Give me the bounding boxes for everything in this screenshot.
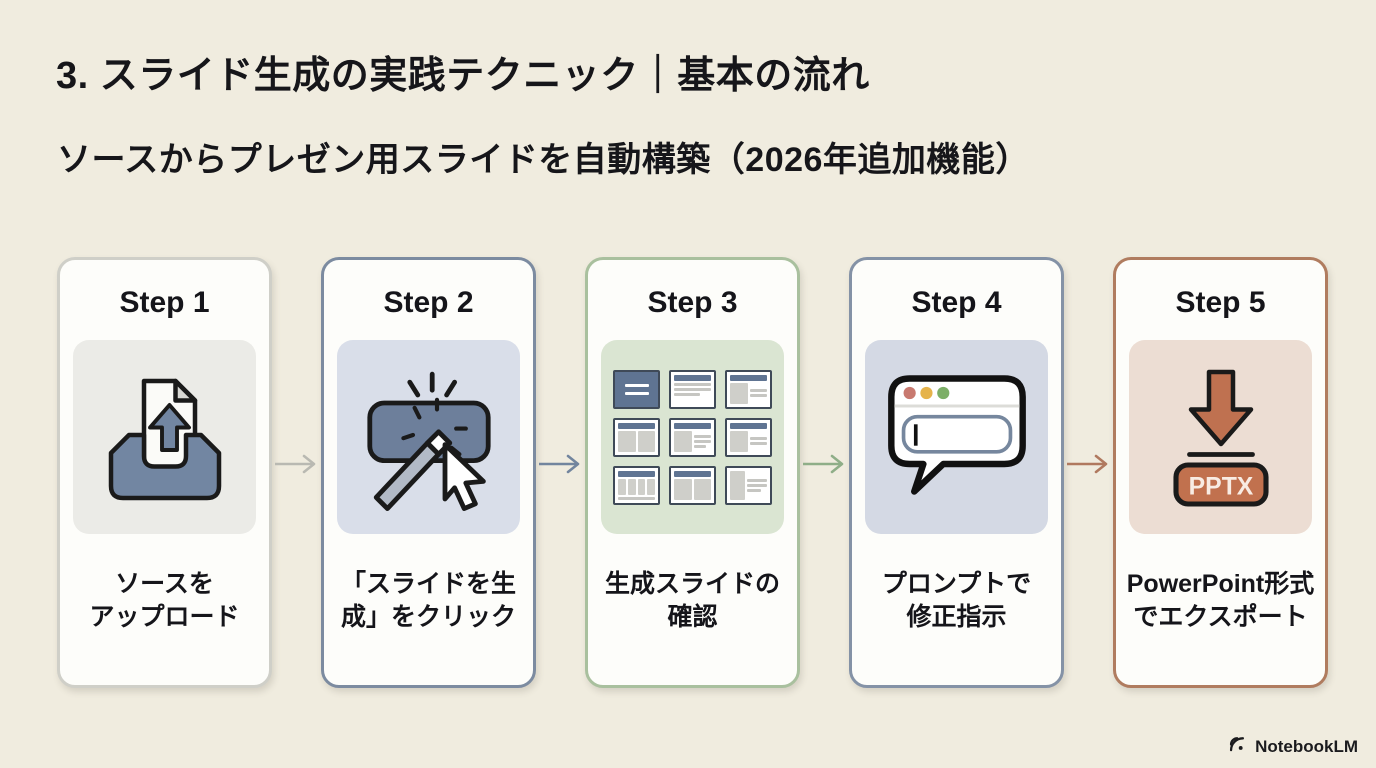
notebooklm-brand: NotebookLM xyxy=(1228,735,1358,758)
step-card-2: Step 2 xyxy=(321,257,536,688)
step-card-3: Step 3 生成スライドの 確認 xyxy=(585,257,800,688)
step-caption: ソースを アップロード xyxy=(89,570,240,631)
step-caption: プロンプトで 修正指示 xyxy=(881,570,1032,631)
download-pptx-icon: PPTX xyxy=(1146,360,1296,515)
step-icon-panel xyxy=(601,340,784,534)
step-label: Step 2 xyxy=(383,286,474,319)
magic-wand-click-icon xyxy=(349,355,509,520)
flow-arrow-1 xyxy=(272,257,321,688)
step-flow: Step 1 ソースを アップロード xyxy=(57,257,1328,688)
step-card-5: Step 5 PPTX PowerPoint形式 でエクスポート xyxy=(1113,257,1328,688)
flow-arrow-3 xyxy=(800,257,849,688)
step-icon-panel xyxy=(73,340,256,534)
brand-label: NotebookLM xyxy=(1255,736,1358,756)
step-caption: PowerPoint形式 でエクスポート xyxy=(1126,570,1315,631)
page-title: 3. スライド生成の実践テクニック｜基本の流れ xyxy=(56,55,870,97)
step-icon-panel: PPTX xyxy=(1129,340,1312,534)
step-label: Step 1 xyxy=(119,286,210,319)
pptx-badge-label: PPTX xyxy=(1188,473,1253,500)
step-label: Step 4 xyxy=(911,286,1002,319)
flow-arrow-2 xyxy=(536,257,585,688)
page-subtitle: ソースからプレゼン用スライドを自動構築（2026年追加機能） xyxy=(57,141,1030,179)
notebooklm-logo-icon xyxy=(1228,735,1249,758)
step-icon-panel xyxy=(865,340,1048,534)
step-icon-panel xyxy=(337,340,520,534)
slide-grid-icon xyxy=(613,369,772,505)
upload-tray-icon xyxy=(90,360,240,515)
step-caption: 生成スライドの 確認 xyxy=(604,570,780,631)
step-card-4: Step 4 プロンプトで 修正指示 xyxy=(849,257,1064,688)
step-label: Step 3 xyxy=(647,286,738,319)
prompt-bubble-icon xyxy=(873,369,1041,506)
flow-arrow-4 xyxy=(1064,257,1113,688)
step-card-1: Step 1 ソースを アップロード xyxy=(57,257,272,688)
step-caption: 「スライドを生 成」をクリック xyxy=(340,570,516,631)
step-label: Step 5 xyxy=(1175,286,1266,319)
